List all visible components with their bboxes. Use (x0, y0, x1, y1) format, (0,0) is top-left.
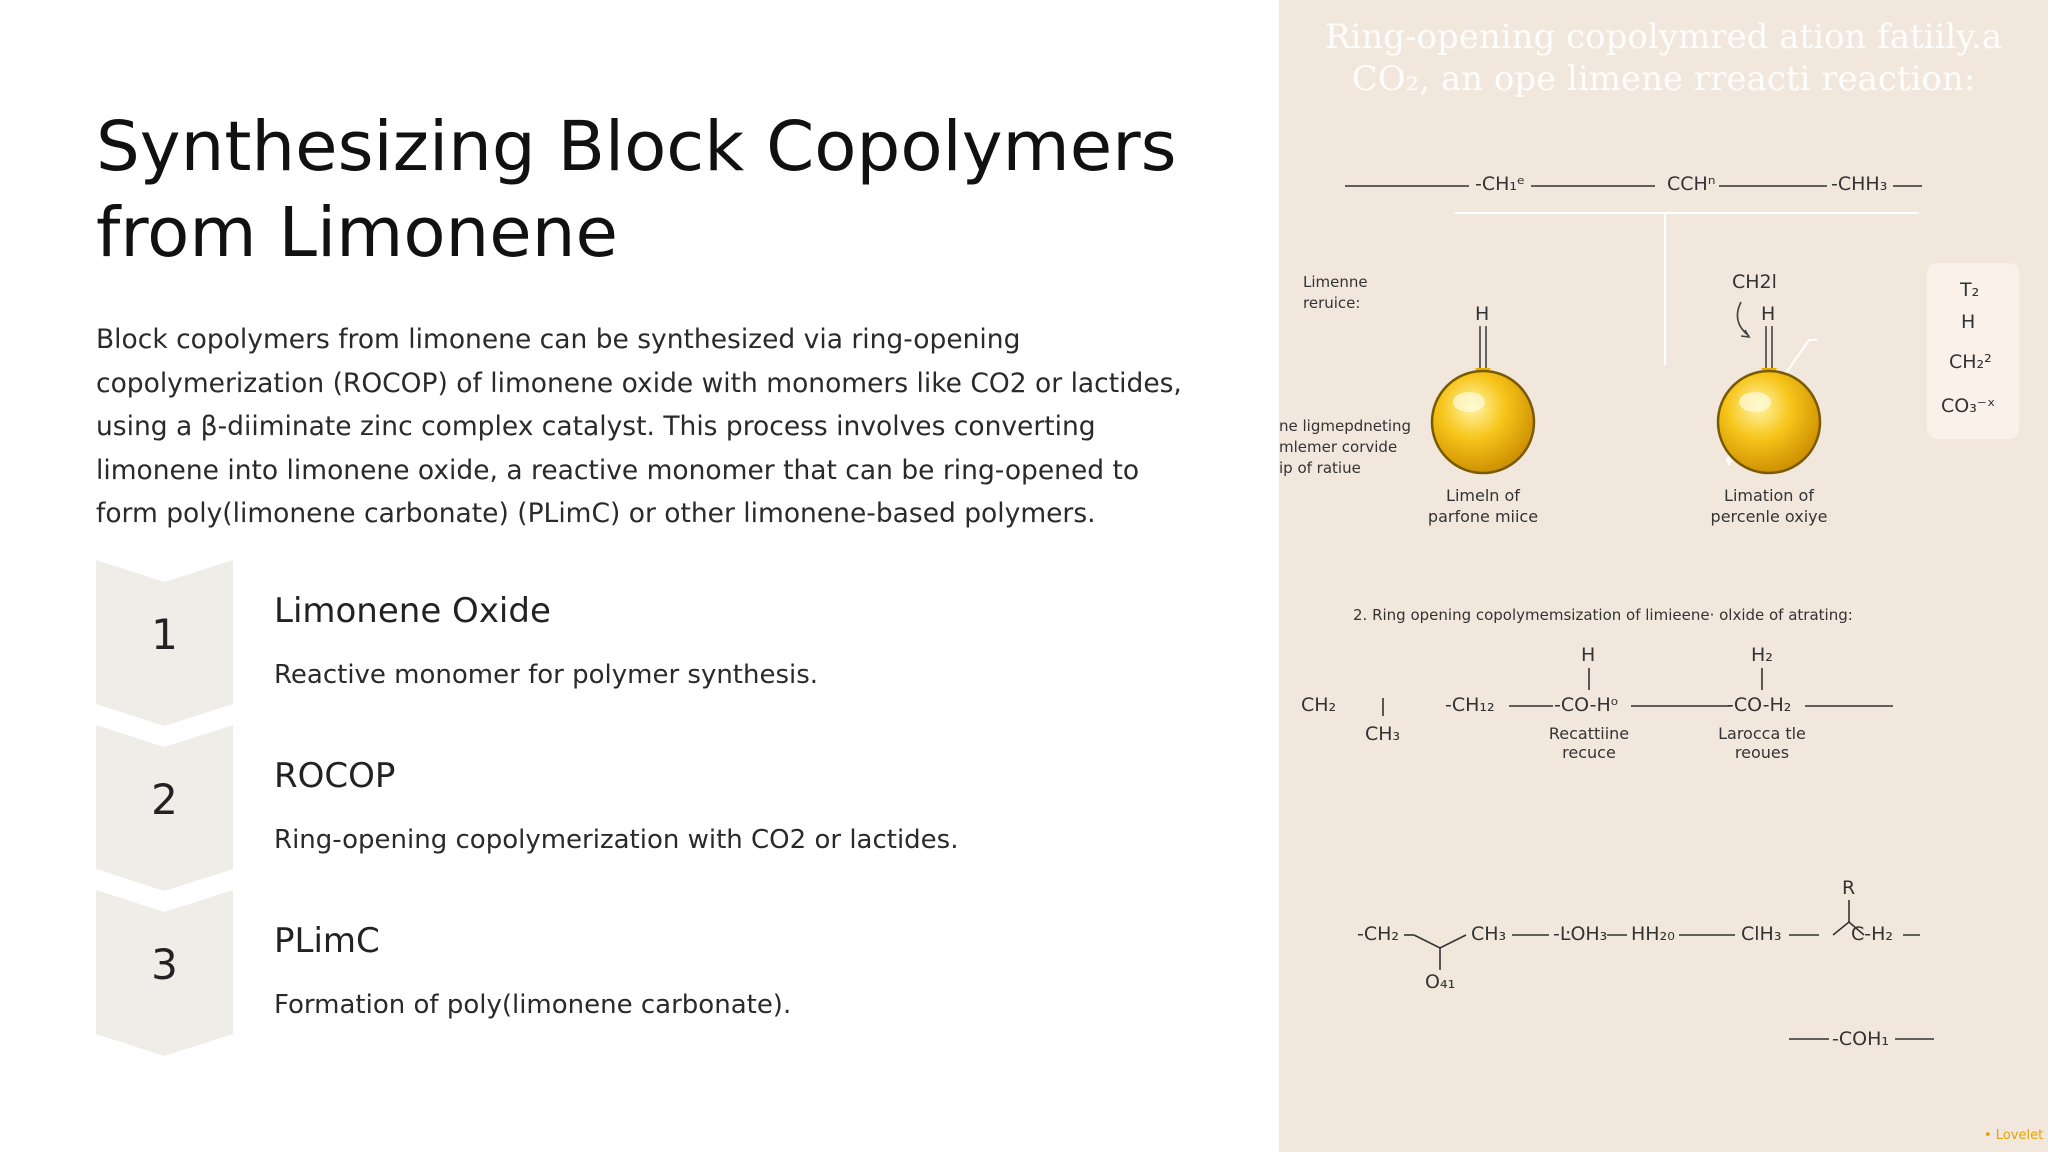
mid-group-2-label-2: reoues (1734, 743, 1790, 762)
flask-left (1430, 326, 1536, 475)
flask-right-label-1: Limation of (1724, 486, 1814, 505)
callout-item-2: H (1961, 311, 1976, 333)
mid-chain-ch2: CH₂ (1301, 694, 1337, 716)
step-2-number: 2 (151, 775, 178, 824)
bottom-chain-oh3: -ĿOH₃ (1553, 923, 1608, 945)
flask-right (1716, 301, 1822, 475)
step-3-number: 3 (151, 940, 178, 989)
step-1: 1 Limonene Oxide Reactive monomer for po… (96, 560, 1196, 726)
left-note-line-1: Limenne (1303, 273, 1368, 291)
bottom-chain-clh3: ClH₃ (1741, 923, 1782, 945)
step-3-chevron (96, 890, 233, 1056)
callout-item-4: CO₃⁻ˣ (1941, 395, 1996, 417)
bottom-chain-hh20: HH₂₀ (1631, 923, 1675, 945)
step-3-description: Formation of poly(limonene carbonate). (274, 990, 792, 1020)
mid-group-2-top: H₂ (1751, 644, 1773, 666)
callout-item-3: CH₂² (1949, 351, 1992, 373)
section-2-caption: 2. Ring opening copolymemsization of lim… (1353, 606, 1853, 624)
step-3-title: PLimC (274, 921, 380, 961)
flask-left-label-1: Limeln of (1446, 486, 1520, 505)
bottom-chain-coh1: -COH₁ (1832, 1028, 1889, 1050)
bottom-chain-o41: O₄₁ (1425, 971, 1456, 993)
left-note-line-2: reruice: (1303, 294, 1361, 312)
slide-title: Synthesizing Block Copolymers from Limon… (96, 107, 1177, 273)
step-1-number: 1 (151, 610, 178, 659)
step-1-description: Reactive monomer for polymer synthesis. (274, 660, 819, 690)
step-2-title: ROCOP (274, 756, 396, 796)
top-chain-group-3: -CHH₃ (1831, 173, 1888, 195)
side-note-line-1: ne ligmepdneting (1279, 417, 1412, 435)
step-2: 2 ROCOP Ring-opening copolymerization wi… (96, 725, 1196, 891)
callout-box (1927, 263, 2019, 439)
mid-chain-ch12: -CH₁₂ (1445, 694, 1495, 716)
bottom-chain-ch3: CH₃ (1471, 923, 1507, 945)
mid-chain-bonds (1382, 668, 1893, 716)
callout-dot (1726, 457, 1732, 463)
mid-group-1-top: H (1581, 644, 1596, 666)
side-note-line-2: mlemer corvide (1279, 438, 1398, 456)
bottom-chain-ch2: -CH₂ (1357, 923, 1400, 945)
step-3: 3 PLimC Formation of poly(limonene carbo… (96, 890, 1196, 1056)
top-chain-group-1: -CH₁ᵉ (1475, 173, 1525, 195)
mid-group-1-label-2: recuce (1562, 743, 1616, 762)
top-chain-group-2: CCHⁿ (1667, 173, 1716, 195)
step-2-chevron (96, 725, 233, 891)
mid-group-2-label-1: Larocca tle (1718, 724, 1806, 743)
flask-right-top: CH2l (1732, 271, 1777, 293)
mid-group-2-formula: -CO-H₂ (1727, 694, 1792, 716)
chemistry-diagram (1345, 185, 2019, 1040)
flask-right-atom: H (1761, 303, 1776, 325)
flask-left-atom: H (1475, 303, 1490, 325)
mid-chain-ch3: CH₃ (1365, 723, 1401, 745)
step-1-chevron (96, 560, 233, 726)
side-note-line-3: ip of ratiue (1279, 459, 1361, 477)
flask-left-label-2: parfone miice (1427, 507, 1539, 526)
mid-group-1-formula: -CO-Hᵒ (1554, 694, 1619, 716)
bottom-chain-r: R (1842, 877, 1856, 899)
step-2-description: Ring-opening copolymerization with CO2 o… (274, 825, 959, 855)
callout-item-1: T₂ (1960, 279, 1980, 301)
flask-right-label-2: percenle oxiye (1710, 507, 1828, 526)
brand-watermark: • Lovelet (1984, 1128, 2044, 1143)
bottom-chain-bonds (1404, 900, 1934, 1040)
mid-group-1-label-1: Recattiine (1548, 724, 1630, 743)
illustration-panel: Ring-opening copolymred ation fatiily.a … (1279, 0, 2048, 1152)
intro-paragraph: Block copolymers from limonene can be sy… (96, 324, 1182, 529)
bottom-chain-ch2-right: C-H₂ (1851, 923, 1894, 945)
step-1-title: Limonene Oxide (274, 591, 551, 631)
illustration-header: Ring-opening copolymred ation fatiily.a … (1324, 17, 2003, 99)
